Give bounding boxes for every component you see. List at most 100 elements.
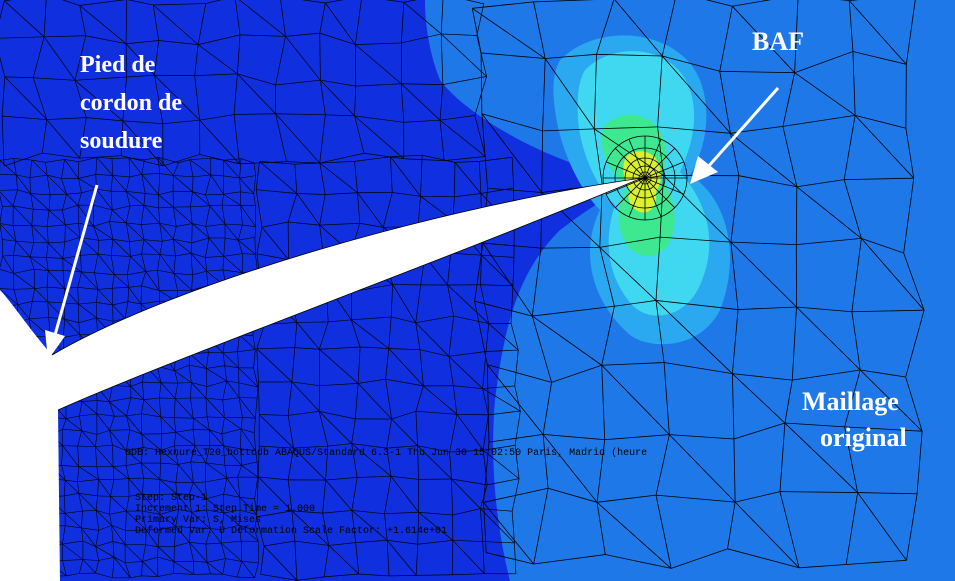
mesh-edge (145, 269, 158, 272)
mesh-edge (205, 462, 228, 479)
mesh-edge (241, 561, 255, 579)
mesh-edge (483, 502, 534, 565)
mesh-edge (209, 204, 223, 207)
mesh-edge (533, 488, 549, 565)
mesh-edge (157, 573, 174, 577)
mesh-edge (175, 526, 190, 543)
mesh-edge (254, 477, 259, 499)
mesh-edge (2, 115, 47, 120)
mesh-edge (385, 379, 392, 420)
mesh-edge (258, 381, 260, 415)
mesh-edge (158, 207, 160, 224)
mesh-edge (160, 445, 175, 451)
mesh-edge (660, 236, 731, 243)
mesh-edge (732, 5, 795, 73)
mesh-edge (61, 465, 79, 467)
mesh-edge (78, 174, 96, 179)
mesh-edge (237, 73, 276, 86)
mesh-edge (357, 192, 384, 228)
mesh-edge (192, 223, 206, 227)
mesh-edge (599, 247, 615, 307)
mesh-edge (154, 75, 164, 124)
mesh-edge (596, 502, 606, 555)
mesh-edge (62, 418, 67, 430)
mesh-edge (189, 542, 194, 562)
mesh-edge (109, 221, 127, 224)
mesh-edge (240, 541, 243, 562)
mesh-edge (388, 316, 392, 349)
mesh-edge (275, 113, 287, 162)
mesh-edge (62, 543, 84, 560)
mesh-edge (112, 557, 115, 578)
mesh-edge (799, 564, 847, 569)
mesh-edge (125, 561, 143, 563)
legend-line-increment: Increment 1: Step Time = 1.000 (135, 503, 315, 515)
mesh-edge (129, 239, 145, 242)
mesh-edge (452, 385, 458, 415)
mesh-edge (95, 434, 98, 447)
mesh-edge (190, 461, 206, 464)
mesh-edge (351, 443, 387, 449)
mesh-edge (145, 193, 159, 196)
mesh-edge (173, 207, 177, 227)
mesh-edge (857, 492, 918, 495)
mesh-edge (905, 310, 925, 378)
mesh-edge (731, 309, 739, 374)
mesh-edge (486, 364, 490, 443)
mesh-edge (29, 256, 35, 270)
mesh-edge (143, 239, 161, 255)
mesh-edge (454, 162, 482, 194)
mesh-edge (29, 177, 31, 194)
mesh-edge (120, 120, 124, 156)
mesh-edge (95, 530, 100, 547)
mesh-edge (855, 114, 906, 129)
mesh-edge (403, 158, 445, 161)
mesh-edge (447, 284, 454, 317)
mesh-edge (482, 449, 520, 479)
mesh-edge (221, 194, 225, 206)
mesh-edge (318, 411, 329, 447)
mesh-edge (415, 385, 424, 412)
mesh-edge (96, 466, 99, 480)
mesh-edge (324, 573, 359, 578)
mesh-edge (141, 561, 143, 576)
mesh-edge (205, 226, 210, 239)
mesh-edge (596, 502, 672, 569)
mesh-edge (81, 188, 97, 194)
mesh-edge (223, 253, 243, 257)
mesh-edge (223, 493, 240, 498)
mesh-edge (237, 351, 239, 368)
mesh-edge (351, 418, 356, 444)
mesh-edge (482, 388, 489, 415)
mesh-edge (77, 481, 79, 494)
mesh-edge (357, 475, 392, 478)
mesh-edge (175, 431, 196, 446)
mesh-edge (12, 205, 32, 226)
mesh-edge (328, 542, 356, 546)
mesh-edge (48, 317, 65, 320)
mesh-edge (852, 51, 907, 65)
mesh-edge (386, 540, 417, 576)
mesh-edge (126, 191, 146, 194)
mesh-edge (112, 541, 115, 558)
mesh-edge (46, 226, 49, 243)
mesh-edge (47, 174, 62, 179)
mesh-edge (415, 410, 457, 415)
mesh-edge (482, 541, 485, 574)
mesh-edge (96, 188, 113, 211)
mesh-edge (193, 481, 206, 483)
mesh-edge (30, 193, 34, 210)
mesh-edge (141, 510, 147, 531)
mesh-edge (143, 447, 161, 451)
mesh-edge (443, 0, 484, 5)
mesh-edge (109, 397, 132, 403)
mesh-edge (193, 174, 211, 178)
mesh-edge (46, 286, 65, 289)
mesh-edge (456, 414, 484, 451)
mesh-edge (85, 35, 127, 45)
mesh-edge (784, 422, 858, 493)
mesh-edge (225, 558, 242, 562)
mesh-edge (238, 397, 243, 418)
mesh-edge (474, 243, 484, 302)
mesh-edge (237, 477, 241, 498)
